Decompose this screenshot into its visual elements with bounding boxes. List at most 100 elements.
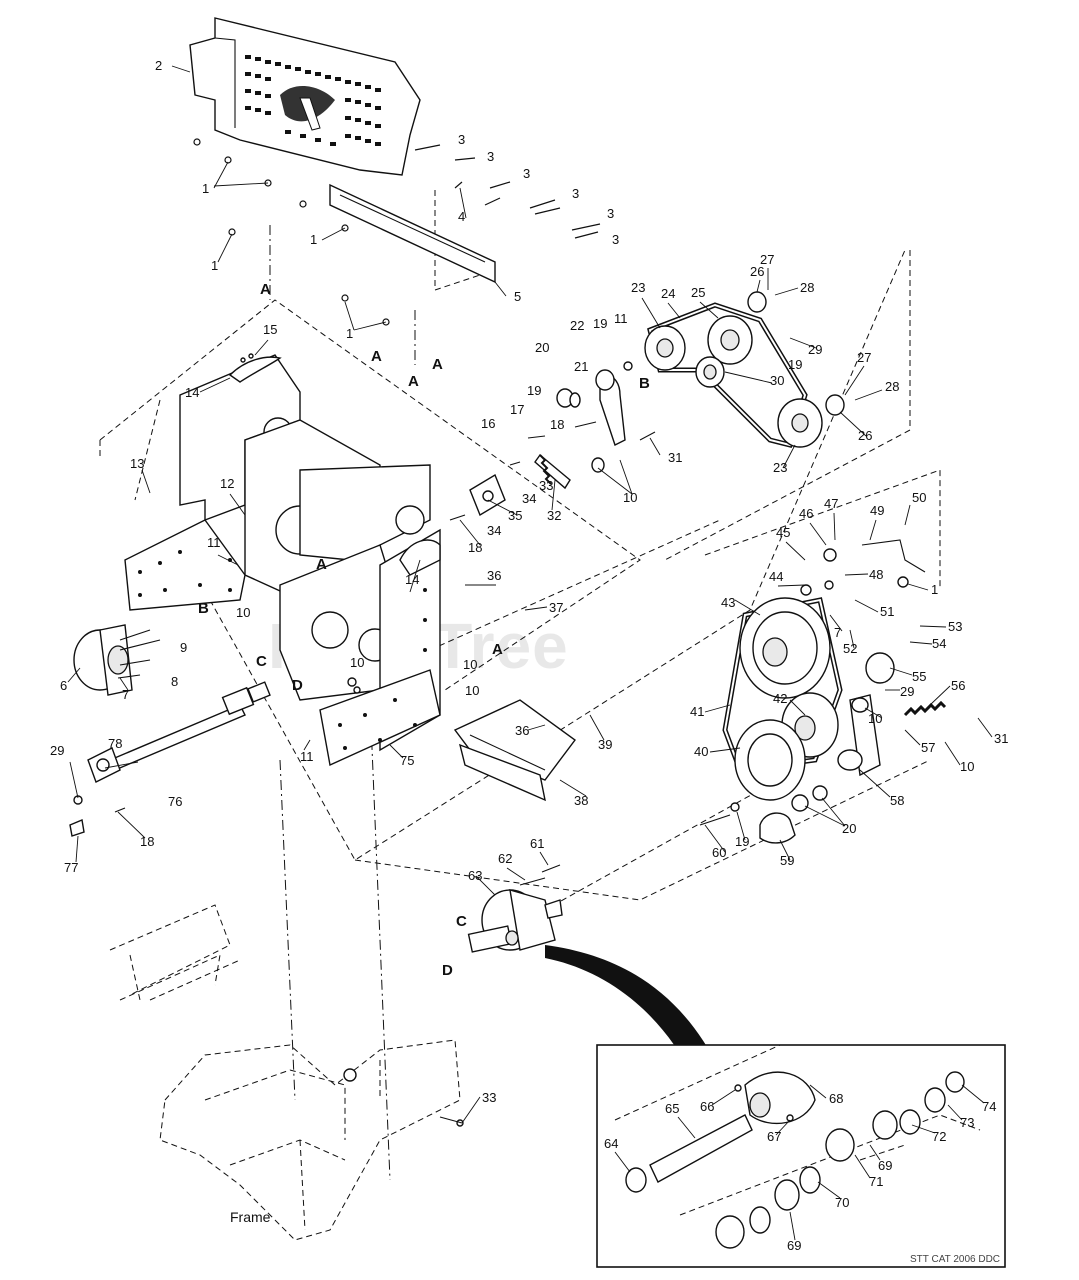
callout-27: 27 (760, 252, 774, 267)
drive-shaft (69, 681, 271, 837)
callout-7: 7 (834, 625, 841, 640)
callout-65: 65 (665, 1101, 679, 1116)
callout-31: 31 (994, 731, 1008, 746)
callout-58: 58 (890, 793, 904, 808)
callout-36: 36 (515, 723, 529, 738)
hub-assembly (467, 864, 563, 953)
callout-60: 60 (712, 845, 726, 860)
engine-shroud (189, 17, 421, 176)
callout-61: 61 (530, 836, 544, 851)
detail-inset: STT CAT 2006 DDC (596, 1044, 1006, 1268)
ref-a: A (408, 373, 419, 390)
callout-33: 33 (539, 478, 553, 493)
callout-64: 64 (604, 1136, 618, 1151)
callout-23: 23 (631, 280, 645, 295)
callout-27: 27 (857, 350, 871, 365)
shroud-bracket (329, 183, 496, 284)
callout-1: 1 (310, 232, 317, 247)
callout-69: 69 (787, 1238, 801, 1253)
callout-10: 10 (868, 711, 882, 726)
callout-71: 71 (869, 1174, 883, 1189)
callout-18: 18 (550, 417, 564, 432)
ref-a: A (432, 356, 443, 373)
callout-10: 10 (463, 657, 477, 672)
ref-a: A (260, 281, 271, 298)
ref-a: A (316, 556, 327, 573)
callout-70: 70 (835, 1195, 849, 1210)
callout-3: 3 (572, 186, 579, 201)
ref-b: B (639, 375, 650, 392)
callout-34: 34 (522, 491, 536, 506)
frame-assembly (109, 904, 464, 1241)
callout-11: 11 (300, 749, 314, 764)
callout-69: 69 (878, 1158, 892, 1173)
callout-47: 47 (824, 496, 838, 511)
catalog-code: STT CAT 2006 DDC (910, 1254, 1000, 1265)
callout-34: 34 (487, 523, 501, 538)
upper-pulley-drive (644, 291, 845, 449)
callout-35: 35 (508, 508, 522, 523)
callout-62: 62 (498, 851, 512, 866)
callout-10: 10 (350, 655, 364, 670)
main-housing (124, 354, 441, 767)
shroud-hardware (193, 138, 601, 326)
ref-c: C (456, 913, 467, 930)
callout-5: 5 (514, 289, 521, 304)
callout-49: 49 (870, 503, 884, 518)
belt-shield (453, 699, 576, 802)
callout-37: 37 (549, 600, 563, 615)
callout-7: 7 (122, 687, 129, 702)
callout-55: 55 (912, 669, 926, 684)
ref-d: D (292, 677, 303, 694)
callout-59: 59 (780, 853, 794, 868)
callout-1: 1 (346, 326, 353, 341)
callout-2: 2 (155, 58, 162, 73)
callout-15: 15 (263, 322, 277, 337)
callout-10: 10 (236, 605, 250, 620)
callout-23: 23 (773, 460, 787, 475)
callout-20: 20 (842, 821, 856, 836)
callout-3: 3 (458, 132, 465, 147)
callout-18: 18 (140, 834, 154, 849)
callout-10: 10 (465, 683, 479, 698)
callout-77: 77 (64, 860, 78, 875)
callout-19: 19 (593, 316, 607, 331)
callout-9: 9 (180, 640, 187, 655)
callout-75: 75 (400, 753, 414, 768)
ref-c: C (256, 653, 267, 670)
ref-b: B (198, 600, 209, 617)
callout-1: 1 (931, 582, 938, 597)
callout-11: 11 (207, 535, 221, 550)
lower-pulley-drive (699, 539, 947, 844)
ref-d: D (442, 962, 453, 979)
callout-76: 76 (168, 794, 182, 809)
callout-24: 24 (661, 286, 675, 301)
callout-72: 72 (932, 1129, 946, 1144)
callout-42: 42 (773, 691, 787, 706)
callout-48: 48 (869, 567, 883, 582)
callout-10: 10 (623, 490, 637, 505)
callout-6: 6 (60, 678, 67, 693)
callout-40: 40 (694, 744, 708, 759)
lever-handle (228, 353, 282, 383)
callout-31: 31 (668, 450, 682, 465)
callout-25: 25 (691, 285, 705, 300)
callout-28: 28 (800, 280, 814, 295)
reference-letters: A A A A A A B B C C D D (198, 281, 650, 979)
callout-22: 22 (570, 318, 584, 333)
callout-21: 21 (574, 359, 588, 374)
callout-54: 54 (932, 636, 946, 651)
callout-1: 1 (211, 258, 218, 273)
callout-30: 30 (770, 373, 784, 388)
callout-3: 3 (607, 206, 614, 221)
callout-11: 11 (614, 311, 628, 326)
callout-46: 46 (799, 506, 813, 521)
callout-66: 66 (700, 1099, 714, 1114)
callout-74: 74 (982, 1099, 996, 1114)
callout-leaders (67, 65, 993, 1241)
left-flange (73, 624, 161, 696)
callout-29: 29 (900, 684, 914, 699)
callout-78: 78 (108, 736, 122, 751)
callout-38: 38 (574, 793, 588, 808)
